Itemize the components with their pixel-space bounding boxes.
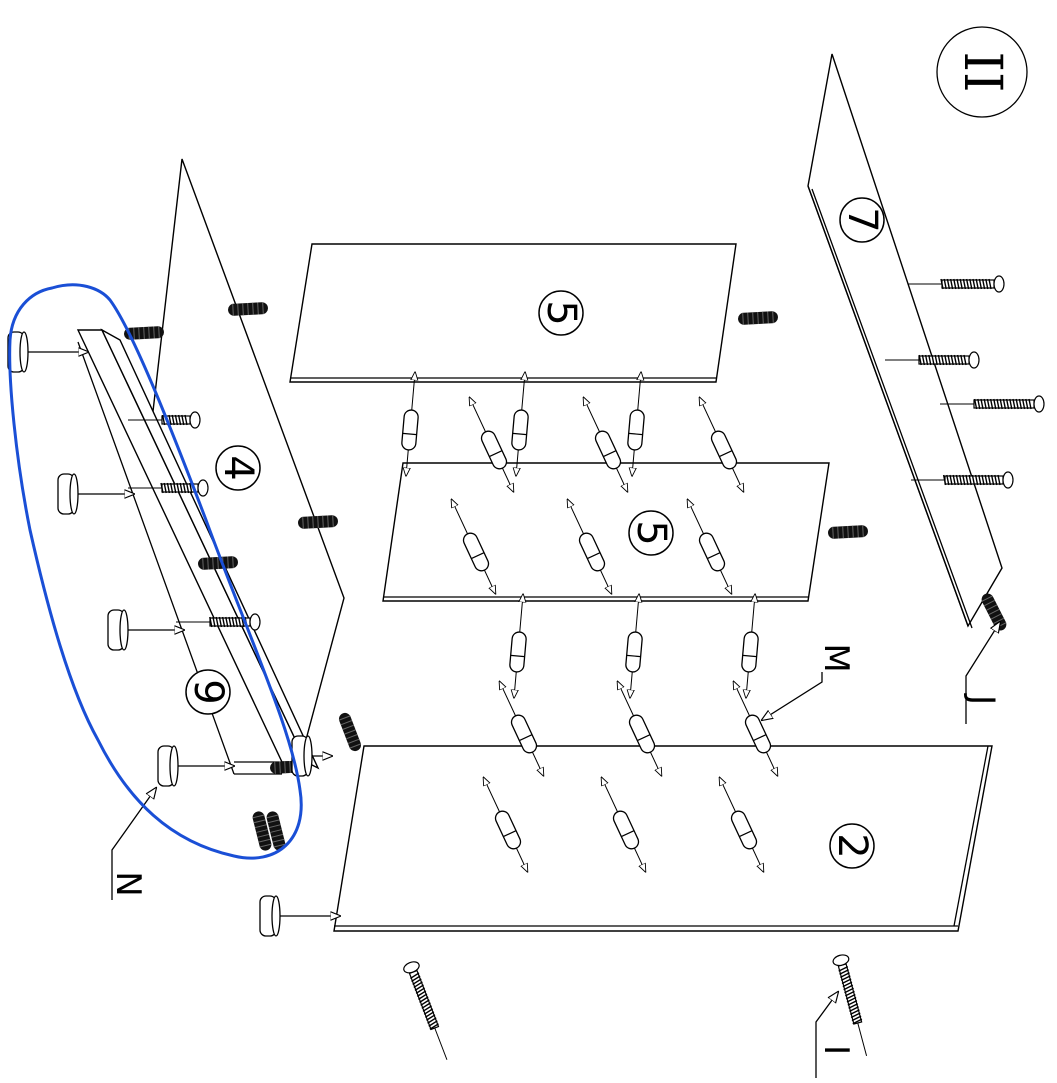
wood-dowel: [693, 394, 750, 494]
callout-j: J: [962, 622, 1002, 724]
step-number: II: [952, 51, 1012, 92]
wood-dowel: [741, 594, 759, 699]
callout-n-letter: N: [108, 871, 148, 896]
callout-m: M: [762, 643, 856, 720]
leveling-foot: [157, 745, 234, 787]
wood-dowel: [595, 774, 652, 874]
shelf-lower: [382, 462, 830, 602]
cam-dowel: [198, 556, 238, 570]
cam-dowel: [252, 811, 272, 851]
cam-dowel: [298, 515, 338, 529]
shelf-lower-number: 5: [628, 520, 674, 545]
wood-dowel: [509, 594, 527, 699]
side-panel-number: 2: [829, 833, 875, 858]
wood-dowel: [463, 394, 520, 494]
screw: [908, 275, 1005, 293]
wood-dowel: [577, 394, 634, 494]
leveling-foot: [259, 895, 340, 937]
callout-m-letter: M: [816, 643, 856, 672]
wood-dowel: [445, 496, 502, 596]
side-panel: [333, 745, 993, 932]
callout-n: N: [108, 788, 156, 900]
wood-dowel: [493, 678, 550, 778]
screw: [832, 954, 868, 1056]
callouts: I M J N: [108, 622, 1002, 1078]
top-panel-number: 4: [215, 455, 261, 480]
leveling-foot: [291, 735, 332, 777]
callout-j-letter: J: [962, 693, 1002, 705]
wood-dowel: [727, 678, 784, 778]
top-panel-label: 4: [215, 445, 261, 491]
shelf-upper-number: 5: [538, 300, 584, 325]
back-panel-label: 7: [839, 197, 885, 243]
screw: [940, 395, 1045, 413]
side-panel-label: 2: [829, 823, 875, 869]
callout-i: I: [815, 992, 856, 1078]
leveling-foot: [7, 331, 88, 373]
foot-group: [7, 331, 340, 937]
cam-dowel: [828, 525, 868, 539]
plinth-rail-label: 9: [185, 669, 231, 715]
screw-group: [128, 275, 1045, 1060]
screw: [128, 411, 201, 429]
callout-i-letter: I: [816, 1045, 856, 1055]
step-badge: II: [936, 26, 1028, 118]
wood-dowel: [627, 372, 645, 477]
wood-dowel: [611, 678, 668, 778]
dowel-group: [124, 302, 1007, 851]
shelf-upper: [289, 243, 737, 383]
cam-dowel: [338, 712, 362, 752]
shelf-lower-label: 5: [628, 510, 674, 556]
panel-numbers: 2 5 5 4 7 9: [185, 197, 885, 869]
wood-dowel: [713, 774, 770, 874]
plinth-rail-number: 9: [185, 679, 231, 704]
wood-dowel-group: [401, 372, 784, 875]
wood-dowel: [477, 774, 534, 874]
leveling-foot: [57, 473, 134, 515]
back-panel: [807, 53, 1003, 629]
wood-dowel: [511, 372, 529, 477]
wood-dowel: [681, 496, 738, 596]
screw: [885, 351, 980, 369]
screw: [403, 961, 448, 1060]
highlight-loop: [8, 283, 303, 860]
cam-dowel: [738, 311, 778, 325]
back-panel-number: 7: [839, 207, 885, 232]
wood-dowel: [625, 594, 643, 699]
cam-dowel: [124, 326, 164, 340]
cam-dowel: [266, 811, 286, 851]
wood-dowel: [401, 372, 419, 477]
leveling-foot: [107, 609, 184, 651]
shelf-upper-label: 5: [538, 290, 584, 336]
screw: [911, 471, 1014, 489]
wood-dowel: [561, 496, 618, 596]
cam-dowel: [228, 302, 268, 316]
cam-dowel: [981, 593, 1007, 631]
